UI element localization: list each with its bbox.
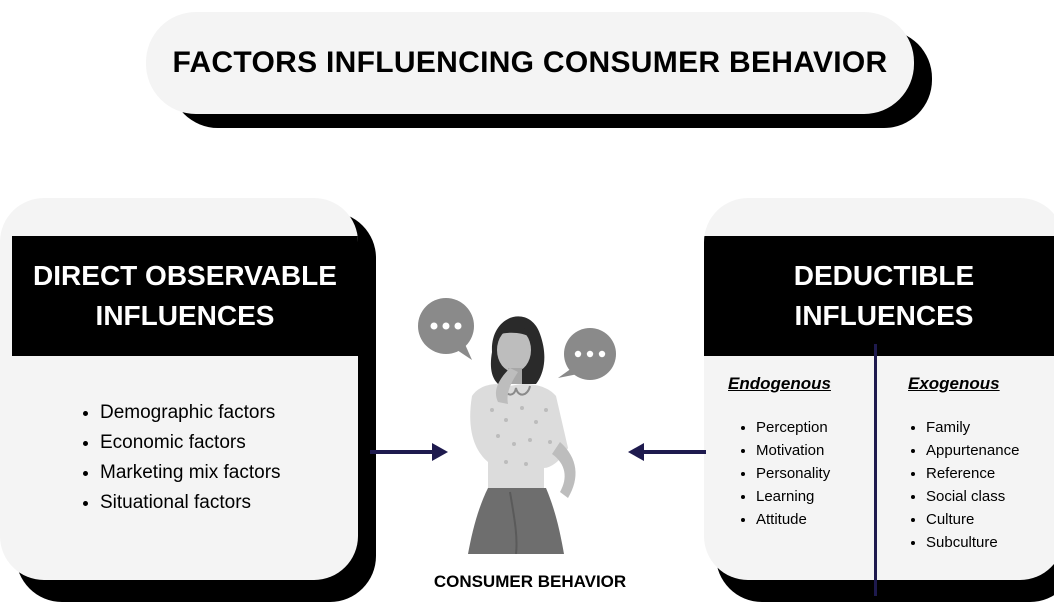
direct-factors-list: Demographic factors Economic factors Mar… (78, 398, 281, 518)
list-item: Culture (926, 508, 1019, 531)
left-arrow-icon (628, 443, 706, 461)
direct-heading-line1: DIRECT OBSERVABLE (33, 260, 337, 291)
exogenous-list: Family Appurtenance Reference Social cla… (906, 416, 1019, 554)
list-item: Appurtenance (926, 439, 1019, 462)
list-item: Perception (756, 416, 830, 439)
list-item: Learning (756, 485, 830, 508)
direct-observable-heading: DIRECT OBSERVABLE INFLUENCES (12, 236, 358, 356)
page-title: FACTORS INFLUENCING CONSUMER BEHAVIOR (172, 46, 888, 79)
list-item: Attitude (756, 508, 830, 531)
deductible-card: DEDUCTIBLE INFLUENCES Endogenous Percept… (704, 198, 1054, 580)
endogenous-list: Perception Motivation Personality Learni… (736, 416, 830, 531)
list-item: Situational factors (100, 488, 281, 518)
list-item: Economic factors (100, 428, 281, 458)
exogenous-title: Exogenous (908, 374, 1000, 393)
list-item: Social class (926, 485, 1019, 508)
list-item: Personality (756, 462, 830, 485)
deductible-heading-line1: DEDUCTIBLE (793, 260, 975, 291)
thinking-woman-illustration (418, 298, 616, 554)
direct-heading-line2: INFLUENCES (95, 300, 275, 331)
speech-bubble-right-icon (558, 328, 616, 380)
list-item: Subculture (926, 531, 1019, 554)
right-arrow-icon (370, 443, 448, 461)
speech-bubble-left-icon (418, 298, 474, 360)
list-item: Family (926, 416, 1019, 439)
endogenous-title: Endogenous (728, 374, 831, 393)
title-box: FACTORS INFLUENCING CONSUMER BEHAVIOR (146, 12, 914, 114)
direct-observable-card: DIRECT OBSERVABLE INFLUENCES Demographic… (0, 198, 358, 580)
consumer-behavior-label: CONSUMER BEHAVIOR (433, 572, 627, 591)
deductible-heading-line2: INFLUENCES (794, 300, 974, 331)
column-divider (874, 344, 877, 596)
list-item: Demographic factors (100, 398, 281, 428)
list-item: Motivation (756, 439, 830, 462)
list-item: Marketing mix factors (100, 458, 281, 488)
list-item: Reference (926, 462, 1019, 485)
deductible-heading: DEDUCTIBLE INFLUENCES (704, 236, 1054, 356)
